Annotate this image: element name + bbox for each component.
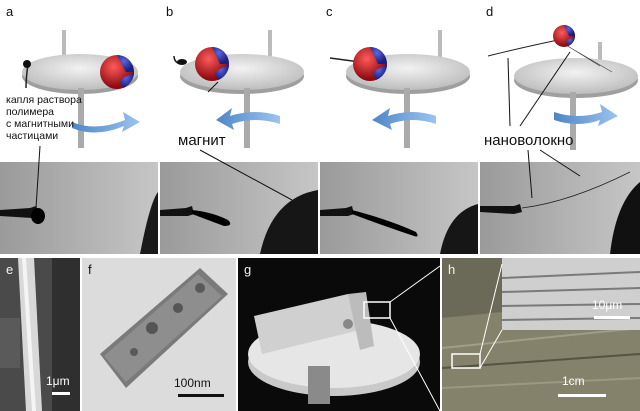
panel-f-tem-image: f 100nm (82, 258, 236, 411)
panel-h-photo: h 10μm 1cm (442, 258, 640, 411)
rotation-arrow-icon (72, 112, 140, 133)
drop-annotation-line-1: капля раствора (6, 94, 82, 106)
photo-d (480, 162, 640, 254)
panel-d-schematic: d нановолокно (480, 0, 640, 160)
fiber-bundle (254, 294, 360, 354)
magnet-icon (195, 47, 230, 81)
scale-bar-e (52, 392, 70, 395)
panel-label-e: e (6, 262, 14, 277)
drop-annotation-line-4: частицами (6, 130, 59, 142)
scale-label-f: 100nm (174, 376, 211, 390)
drop-annotation-line-3: с магнитными (6, 118, 74, 130)
leader-lines (35, 145, 581, 209)
photo-b (160, 162, 318, 254)
inset-scale-label-h: 10μm (592, 298, 623, 312)
panel-b-schematic: b магнит (160, 0, 318, 160)
panel-label-f: f (88, 262, 92, 277)
rotation-arrow-icon (216, 108, 280, 130)
nanofiber-line (487, 39, 559, 57)
polymer-drop (31, 208, 45, 224)
zoom-box (363, 301, 391, 319)
panel-a-schematic: a (0, 0, 158, 160)
photo-a (0, 162, 158, 254)
magnet-block (308, 366, 330, 404)
scale-bar-h (558, 394, 606, 397)
zoom-box (451, 353, 481, 369)
scale-label-e: 1μm (46, 374, 70, 388)
photo-c (320, 162, 478, 254)
panel-label-c: c (326, 4, 333, 19)
magnet-icon (353, 47, 388, 81)
panel-label-d: d (486, 4, 494, 19)
rotation-arrow-icon (372, 108, 436, 130)
needle-tip (0, 206, 40, 218)
polymer-drop-icon (23, 60, 31, 68)
inset-scale-bar-h (594, 316, 630, 319)
magnet-icon (100, 55, 135, 89)
rotation-arrow-icon (554, 104, 618, 126)
nanofiber-label: нановолокно (484, 132, 574, 149)
scale-label-h: 1cm (562, 374, 585, 388)
panel-label-g: g (244, 262, 252, 277)
magnet-silhouette (260, 190, 318, 254)
polymer-drop-icon (177, 59, 187, 65)
panel-g-photo: g (238, 258, 440, 411)
panel-label-a: a (6, 4, 14, 19)
panel-label-b: b (166, 4, 174, 19)
panel-label-h: h (448, 262, 456, 277)
magnet-icon (553, 25, 575, 47)
magnet-label: магнит (178, 132, 226, 149)
panel-c-schematic: c (320, 0, 478, 160)
drop-annotation-line-2: полимера (6, 106, 55, 118)
drop-annotation: капля раствора полимера с магнитными час… (6, 94, 156, 142)
spinning-platform-diagram (22, 30, 140, 148)
magnet-pointer-line (207, 81, 219, 93)
scale-bar-f (178, 394, 224, 397)
panel-e-sem-image: e 1μm (0, 258, 80, 411)
